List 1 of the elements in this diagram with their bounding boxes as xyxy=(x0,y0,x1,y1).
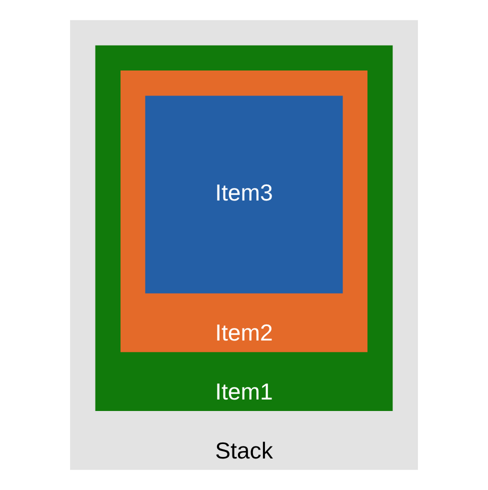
node-box: Item3 xyxy=(145,96,343,294)
